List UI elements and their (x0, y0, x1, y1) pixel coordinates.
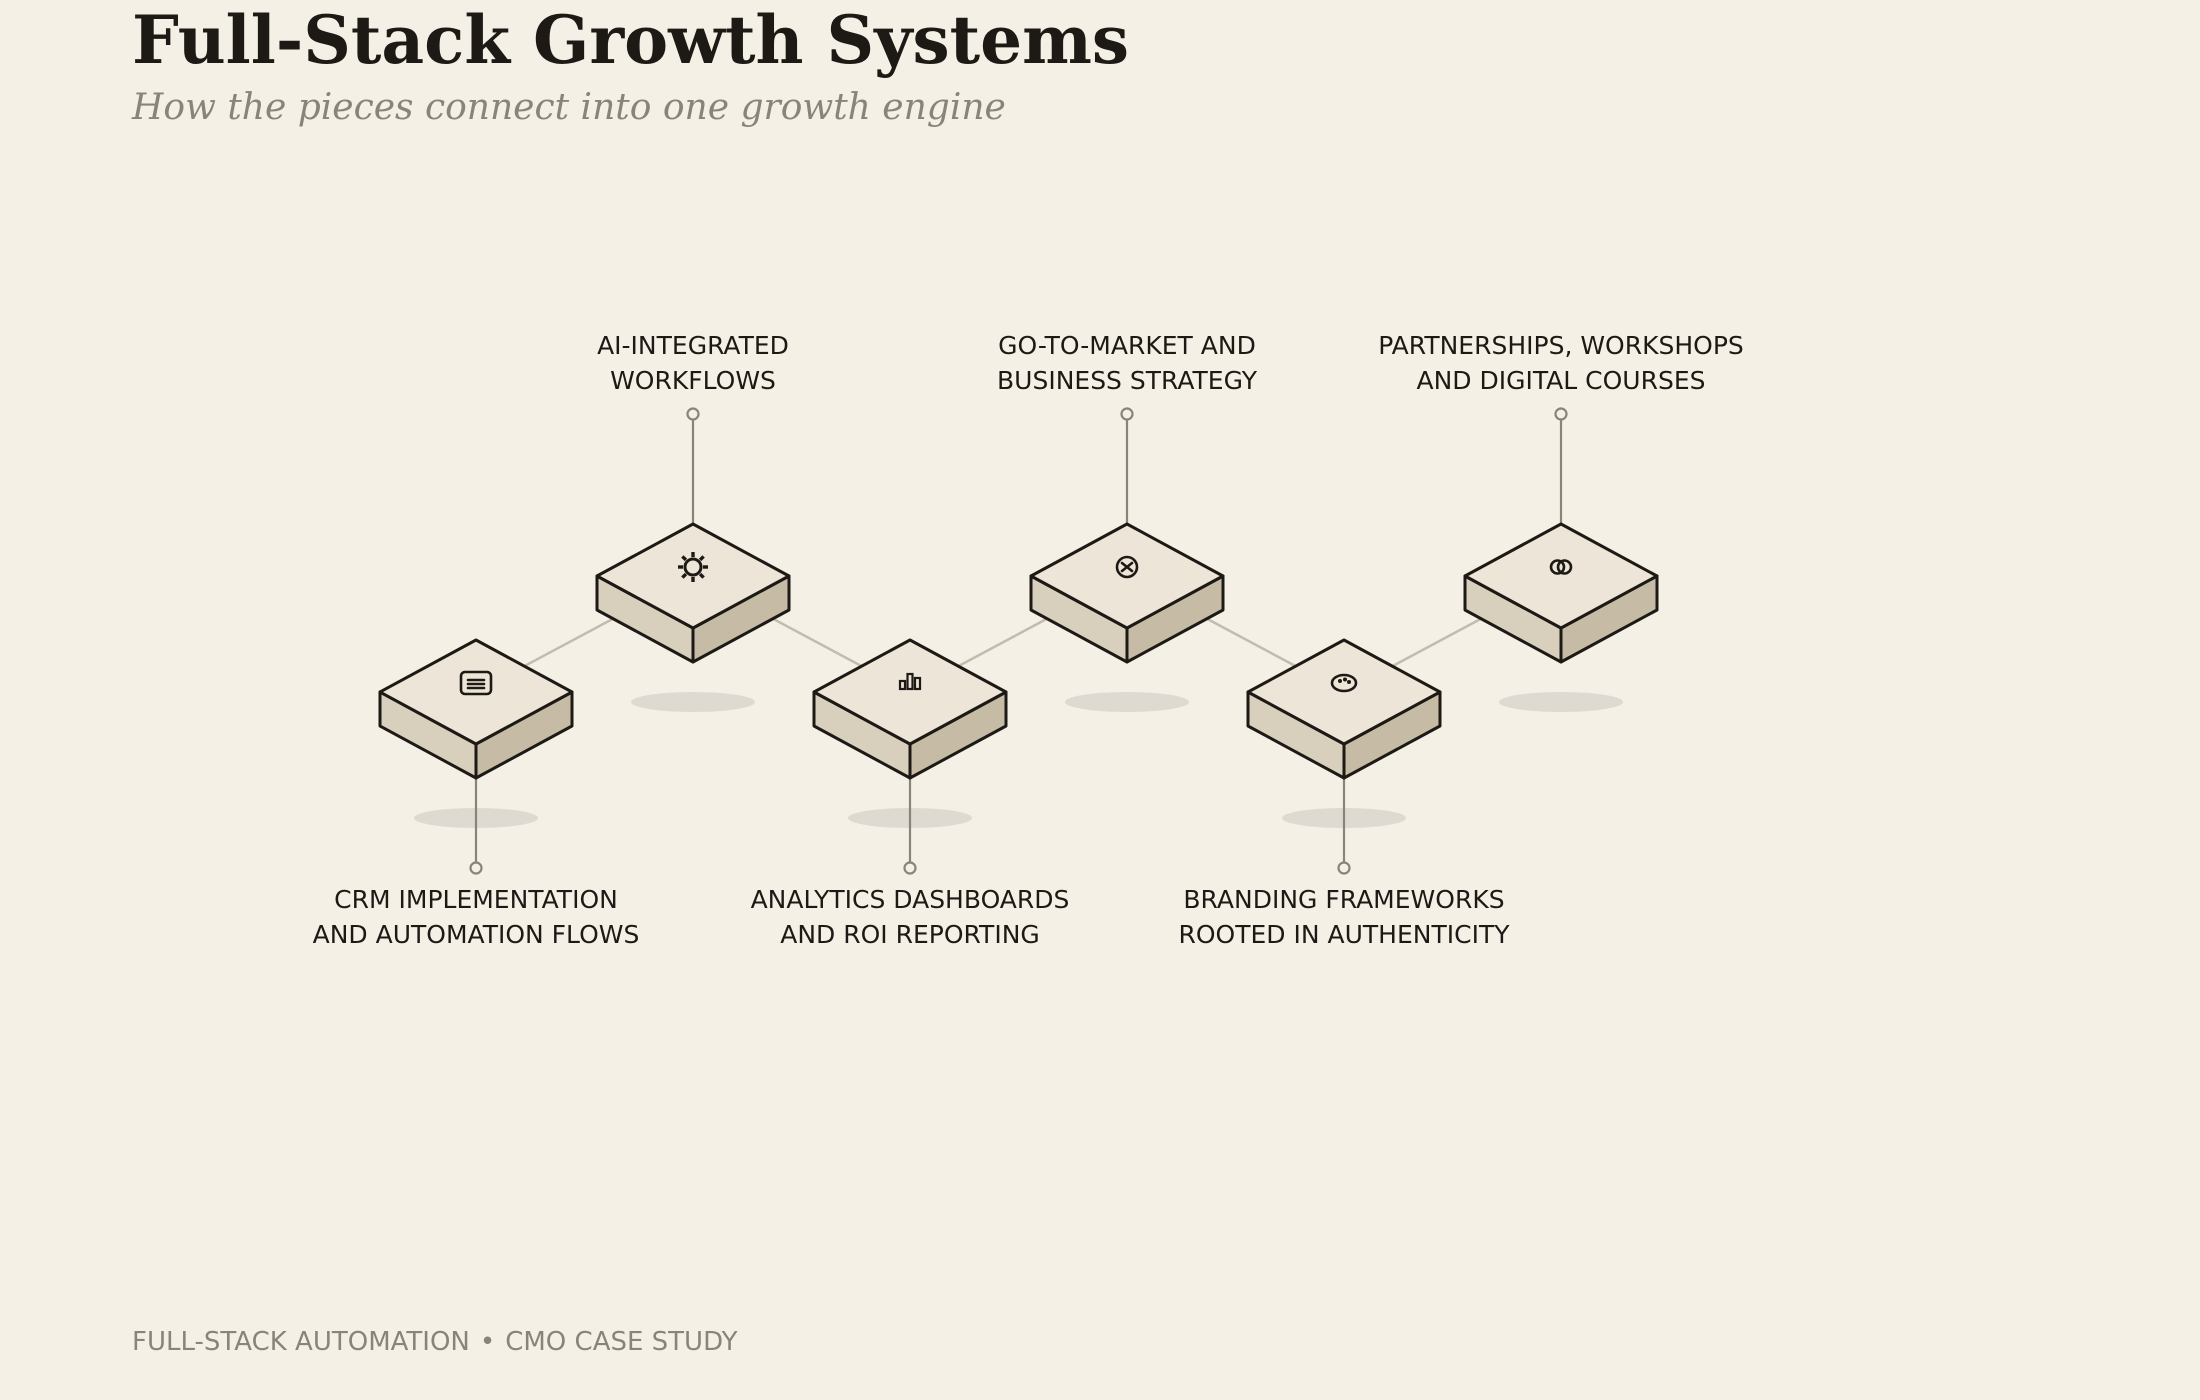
page-subtitle: How the pieces connect into one growth e… (132, 87, 1006, 128)
leader-dot (1120, 407, 1134, 421)
leader-dot (903, 861, 917, 875)
node-label-line: BUSINESS STRATEGY (997, 366, 1258, 395)
node-label-line: ROOTED IN AUTHENTICITY (1179, 920, 1511, 949)
system-node: ANALYTICS DASHBOARDS AND ROI REPORTING (751, 638, 1070, 949)
node-shadow (1065, 692, 1189, 712)
node-label-line: AND AUTOMATION FLOWS (313, 920, 640, 949)
node-label-line: PARTNERSHIPS, WORKSHOPS (1378, 331, 1744, 360)
system-node: GO-TO-MARKET AND BUSINESS STRATEGY (997, 331, 1258, 712)
block-top-face (812, 638, 1008, 746)
node-label-line: AND DIGITAL COURSES (1416, 366, 1705, 395)
compass-icon (1115, 555, 1139, 579)
footer: FULL-STACK AUTOMATION • CMO CASE STUDY (132, 1324, 738, 1360)
node-label-line: AI-INTEGRATED (597, 331, 789, 360)
block-top-face (1463, 522, 1659, 630)
leader-dot (686, 407, 700, 421)
footer-right-text: CMO CASE STUDY (505, 1327, 738, 1357)
node-label-line: AND ROI REPORTING (780, 920, 1040, 949)
block-top-face (378, 638, 574, 746)
system-node: AI-INTEGRATED WORKFLOWS (595, 331, 791, 712)
leader-dot (469, 861, 483, 875)
node-label-line: CRM IMPLEMENTATION (334, 885, 618, 914)
page-title: Full-Stack Growth Systems (132, 1, 1130, 79)
node-label-line: WORKFLOWS (610, 366, 776, 395)
node-shadow (631, 692, 755, 712)
gear-icon (678, 552, 708, 582)
footer-separator: • (479, 1327, 496, 1357)
node-label-line: ANALYTICS DASHBOARDS (751, 885, 1070, 914)
system-node: BRANDING FRAMEWORKS ROOTED IN AUTHENTICIT… (1179, 638, 1511, 949)
interlocking-rings-icon (1549, 559, 1573, 575)
node-shadow (1499, 692, 1623, 712)
system-node: CRM IMPLEMENTATION AND AUTOMATION FLOWS (313, 638, 640, 949)
list-card-icon (459, 670, 493, 696)
footer-left-text: FULL-STACK AUTOMATION (132, 1327, 470, 1357)
leader-dot (1554, 407, 1568, 421)
leader-dot (1337, 861, 1351, 875)
system-node: PARTNERSHIPS, WORKSHOPS AND DIGITAL COURS… (1378, 331, 1744, 712)
node-label-line: BRANDING FRAMEWORKS (1183, 885, 1504, 914)
bar-chart-icon (898, 672, 922, 691)
palette-icon (1330, 673, 1358, 693)
node-label-line: GO-TO-MARKET AND (998, 331, 1256, 360)
